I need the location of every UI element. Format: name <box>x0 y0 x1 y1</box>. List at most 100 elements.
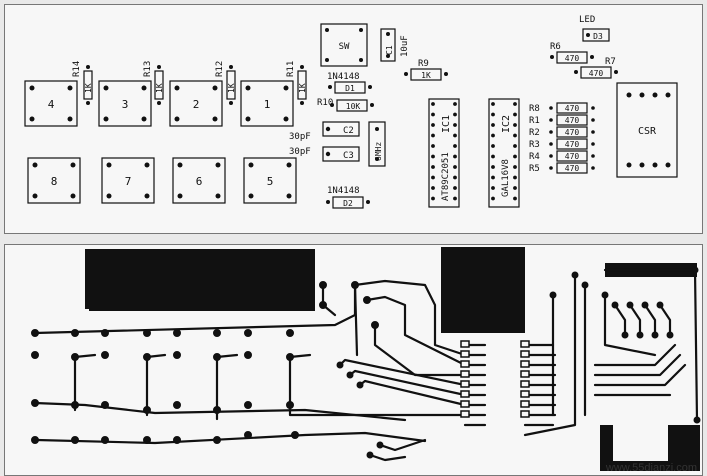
ic1-ref: IC1 <box>441 115 452 133</box>
ic-pin <box>491 144 495 148</box>
c1-value: 10uF <box>400 35 410 57</box>
ic-pin <box>491 175 495 180</box>
c2-ref: C2 <box>343 126 354 136</box>
ic-pin <box>491 123 495 127</box>
ic-pin <box>453 112 457 117</box>
ic-pin <box>491 133 495 138</box>
c3-ref: C3 <box>343 151 354 161</box>
ic-pin <box>431 175 435 180</box>
bank-ref-r5: R5 <box>529 164 540 174</box>
bank-value-r8: 470 <box>565 104 580 113</box>
ic-pin <box>513 133 517 138</box>
resistor-r13-body <box>154 70 164 100</box>
copper-traces-panel: www.55dianzi.com <box>4 244 703 476</box>
ic-pin <box>431 112 435 117</box>
crystal-label: 6MHz <box>374 142 383 161</box>
ic-pin <box>453 133 457 138</box>
d1-body <box>334 81 366 94</box>
button-2 <box>169 80 223 127</box>
button-label-3: 3 <box>122 98 129 111</box>
csr-label: CSR <box>638 126 657 137</box>
button-label-8: 8 <box>51 175 58 188</box>
bank-value-r1: 470 <box>565 116 580 125</box>
ic-pin <box>513 102 517 106</box>
ic-pin <box>431 133 435 138</box>
bank-value-r3: 470 <box>565 140 580 149</box>
ic-pin <box>431 165 435 169</box>
button-8 <box>27 157 81 204</box>
ic-pin <box>513 112 517 117</box>
ic1-part: AT89C2051 <box>441 152 451 201</box>
ic2-ref: IC2 <box>501 115 512 133</box>
r10-ref: R10 <box>317 98 333 108</box>
bank-ref-r2: R2 <box>529 128 540 138</box>
bank-value-r4: 470 <box>565 152 580 161</box>
button-label-2: 2 <box>193 98 200 111</box>
r13-value: 1K <box>155 83 164 93</box>
r6-ref: R6 <box>550 42 561 52</box>
r7-body <box>580 66 612 79</box>
resistor-r14-body <box>83 70 93 100</box>
csr-outline <box>616 82 678 178</box>
led-d3-body <box>582 28 610 42</box>
button-3 <box>98 80 152 127</box>
crystal-outline <box>368 121 386 167</box>
r9-ref: R9 <box>418 59 429 69</box>
ic-pin <box>431 154 435 159</box>
r13-ref: R13 <box>143 61 153 77</box>
copper-traces <box>33 268 699 462</box>
r9-body <box>410 68 442 81</box>
ic-pin <box>513 175 517 180</box>
ic-pin <box>453 154 457 159</box>
bank-value-r2: 470 <box>565 128 580 137</box>
component-pads <box>29 28 671 204</box>
component-layout-drawing: 4 3 2 1 8 7 6 5 R14 1K R13 1K R12 1K R11… <box>24 15 678 209</box>
button-7 <box>101 157 155 204</box>
d2-part: 1N4148 <box>327 186 360 196</box>
ic-pin <box>453 196 457 201</box>
r14-ref: R14 <box>72 61 82 77</box>
r12-ref: R12 <box>215 61 225 77</box>
sw-outline <box>320 23 368 67</box>
ic-pin <box>491 165 495 169</box>
resistor-r11-body <box>297 70 307 100</box>
c2-outline <box>322 121 360 137</box>
r11-ref: R11 <box>286 61 296 77</box>
ic-pin <box>513 123 517 127</box>
button-label-6: 6 <box>196 175 203 188</box>
sw-label: SW <box>339 42 350 52</box>
ic1-outline <box>428 98 460 208</box>
ic-pin <box>453 144 457 148</box>
ic-pin <box>453 175 457 180</box>
copper-pads <box>31 266 701 459</box>
led-title: LED <box>579 15 595 25</box>
r6-value: 470 <box>565 54 580 63</box>
r7-value: 470 <box>589 69 604 78</box>
ic-pin <box>491 186 495 190</box>
r7-ref: R7 <box>605 57 616 67</box>
r6-body <box>556 51 588 64</box>
ic-pin <box>453 165 457 169</box>
c1-outline <box>380 28 396 62</box>
c3-value: 30pF <box>289 147 311 157</box>
ic-pin <box>431 102 435 106</box>
button-label-4: 4 <box>48 98 55 111</box>
ic-pin <box>513 196 517 201</box>
ic-pin <box>453 123 457 127</box>
bank-ref-r3: R3 <box>529 140 540 150</box>
button-5 <box>243 157 297 204</box>
d2-body <box>332 196 364 209</box>
ic-pin <box>431 186 435 190</box>
copper-traces-drawing: www.55dianzi.com <box>31 247 701 474</box>
r11-value: 1K <box>298 83 307 93</box>
bank-ref-r1: R1 <box>529 116 540 126</box>
ic-pin <box>491 112 495 117</box>
r10-body <box>336 99 368 112</box>
r10-value: 10K <box>346 102 361 111</box>
resistor-r12-body <box>226 70 236 100</box>
ic-pin <box>431 123 435 127</box>
c1-ref: C1 <box>385 45 394 55</box>
ic2-part: GAL16V8 <box>501 159 511 197</box>
bank-ref-r4: R4 <box>529 152 540 162</box>
c3-outline <box>322 146 360 162</box>
